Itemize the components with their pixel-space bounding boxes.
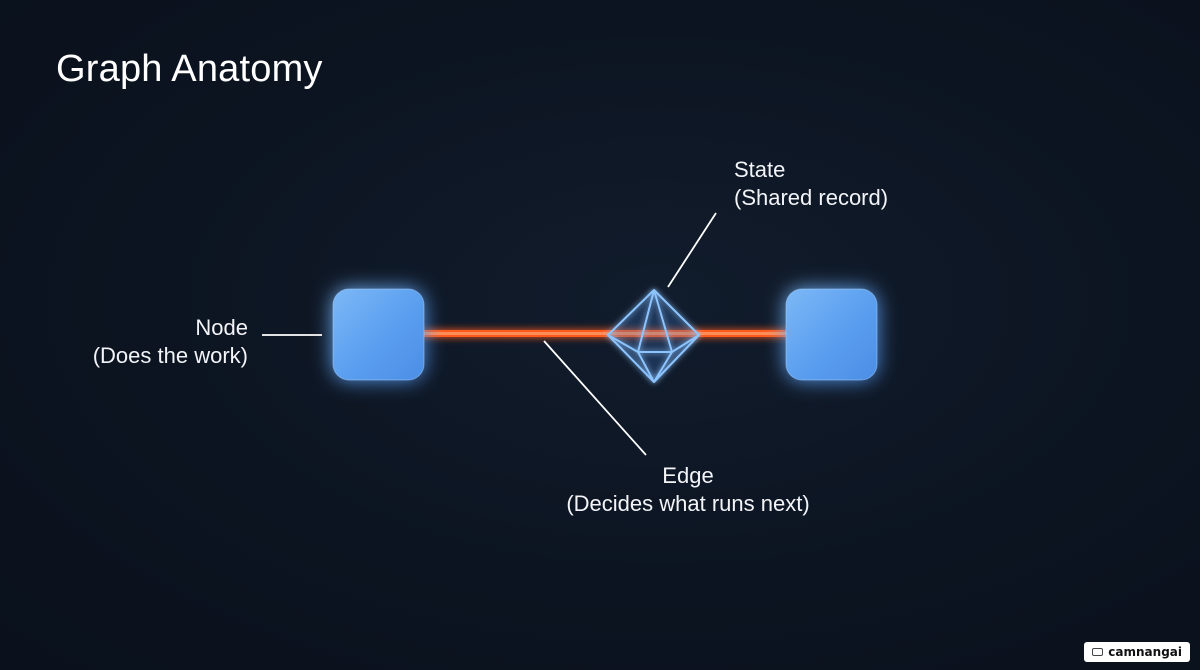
state-label-description: (Shared record)	[734, 185, 889, 210]
watermark-text: camnangai	[1108, 645, 1182, 659]
watermark-badge: camnangai	[1084, 642, 1190, 662]
state-diamond	[607, 289, 700, 383]
state-label: State (Shared record)	[734, 156, 888, 212]
node-label: Node (Does the work)	[40, 314, 248, 370]
edge-line-core	[420, 332, 792, 335]
camera-icon	[1092, 648, 1104, 656]
edge-label-title: Edge	[662, 463, 714, 488]
node-left	[332, 288, 425, 381]
node-label-title: Node	[195, 315, 248, 340]
node-right	[785, 288, 878, 381]
state-label-title: State	[734, 157, 786, 182]
edge-label-description: (Decides what runs next)	[566, 491, 810, 516]
state-leader-line	[667, 212, 717, 288]
node-label-description: (Does the work)	[92, 343, 248, 368]
slide-title: Graph Anatomy	[56, 48, 323, 90]
edge-leader-line	[543, 340, 647, 456]
edge-label: Edge (Decides what runs next)	[488, 462, 888, 518]
